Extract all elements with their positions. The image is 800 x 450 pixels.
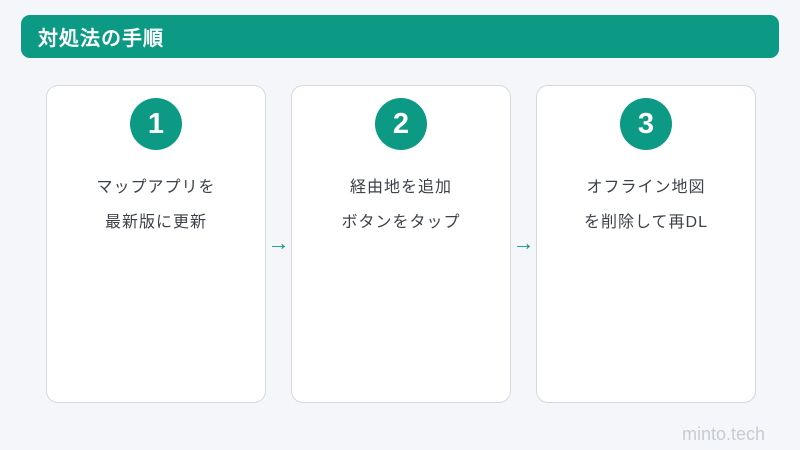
step-number: 1 — [147, 107, 165, 140]
step-text-line: 最新版に更新 — [104, 214, 207, 231]
step-number: 3 — [637, 107, 655, 140]
header-bar: 対処法の手順 — [21, 15, 779, 58]
page-title: 対処法の手順 — [38, 28, 164, 50]
step-card-2: 2 経由地を追加 ボタンをタップ — [291, 85, 511, 403]
step-number-badge: 3 — [620, 98, 672, 150]
step-text-line: ボタンをタップ — [341, 214, 461, 231]
step-text: マップアプリを 最新版に更新 — [96, 170, 215, 240]
step-number-badge: 2 — [375, 98, 427, 150]
arrow-right-icon: → — [267, 230, 290, 255]
arrow-right-icon: → — [512, 230, 535, 255]
arrow-connector: → — [511, 85, 536, 403]
step-text: オフライン地図 を削除して再DL — [584, 170, 708, 240]
step-text-line: オフライン地図 — [586, 179, 706, 196]
step-text-line: 経由地を追加 — [349, 179, 452, 196]
step-card-3: 3 オフライン地図 を削除して再DL — [536, 85, 756, 403]
arrow-connector: → — [266, 85, 291, 403]
step-text-line: マップアプリを — [96, 179, 216, 196]
step-number: 2 — [392, 107, 410, 140]
watermark: minto.tech — [681, 424, 765, 444]
step-card-1: 1 マップアプリを 最新版に更新 — [46, 85, 266, 403]
steps-row: 1 マップアプリを 最新版に更新 → 2 経由地を追加 ボタンをタップ → 3 … — [46, 85, 756, 403]
step-text-line: を削除して再DL — [584, 214, 708, 231]
step-text: 経由地を追加 ボタンをタップ — [341, 170, 460, 240]
step-number-badge: 1 — [130, 98, 182, 150]
